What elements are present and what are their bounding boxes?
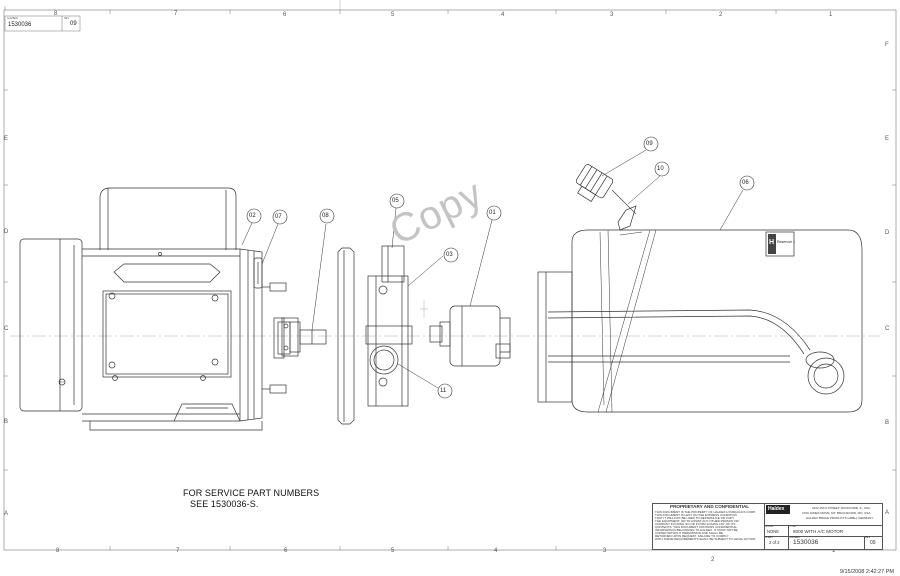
haldex-logo bbox=[766, 505, 790, 514]
balloon-circle-03 bbox=[443, 247, 459, 263]
zone-row-left-D: D bbox=[4, 229, 9, 235]
scale-value: NONE bbox=[767, 529, 780, 534]
zone-col-bottom-6: 6 bbox=[284, 548, 288, 554]
proprietary-line: COMPANY IN DOING SO OR IN DISCLOSING ANY… bbox=[655, 522, 736, 526]
zone-col-top-4: 4 bbox=[501, 12, 505, 18]
zone-row-right-B: B bbox=[885, 420, 890, 426]
proprietary-text: THIS DOCUMENT IS THE PROPERTY OF HALDEX … bbox=[655, 511, 763, 541]
proprietary-line: THAT IT WILL NOT BE USED TO REPRODUCE OR… bbox=[655, 516, 735, 520]
zone-col-top-3: 3 bbox=[610, 12, 614, 18]
corner-revision: 09 bbox=[70, 21, 77, 27]
zone-row-left-B: B bbox=[4, 419, 9, 425]
balloon-circle-02 bbox=[246, 208, 262, 224]
balloon-circle-10 bbox=[654, 161, 670, 177]
proprietary-line: WITH THESE REQUIREMENTS SHALL BE SUBJECT… bbox=[655, 537, 757, 541]
number-label: NUMBER bbox=[789, 536, 800, 539]
gear-set bbox=[429, 305, 511, 367]
drawing-title: 8000 WITH A/C MOTOR bbox=[793, 529, 844, 534]
zone-row-right-D: D bbox=[885, 230, 890, 236]
balloon-label-10: 10 bbox=[657, 166, 664, 172]
address-line-3: HALDEX BRAKE PRODUCTS GMBH, GERMANY bbox=[806, 516, 874, 520]
balloon-circle-07 bbox=[272, 209, 288, 225]
proprietary-line: THE EQUIPMENT, OR TO ASSIST ANY OTHER PE… bbox=[655, 519, 739, 523]
sheet-value: 2 of 2 bbox=[769, 540, 780, 545]
haldex-logo-text: Haldex bbox=[768, 506, 785, 512]
proprietary-line: THIS DOCUMENT IS THE PROPERTY OF HALDEX … bbox=[655, 510, 756, 514]
balloon-circle-08 bbox=[319, 208, 335, 224]
balloon-label-03: 03 bbox=[446, 252, 453, 258]
balloon-circle-09 bbox=[643, 136, 659, 152]
proprietary-title: PROPRIETARY AND CONFIDENTIAL bbox=[670, 504, 750, 509]
zone-col-bottom-5: 5 bbox=[391, 548, 395, 554]
rev-value: 09 bbox=[870, 540, 876, 546]
balloon-label-01: 01 bbox=[489, 210, 496, 216]
rev-box bbox=[864, 536, 883, 550]
proprietary-line: INFORMATION BELONGING TO HALDEX. IT MUST… bbox=[655, 528, 738, 532]
proprietary-line: CONTENTS. THIS DOCUMENT CONTAINS CONFIDE… bbox=[655, 525, 738, 529]
zone-row-left-C: C bbox=[4, 326, 9, 332]
scale-label: SCALE bbox=[765, 525, 774, 528]
shaft-key bbox=[253, 257, 263, 289]
reservoir-label-logo: H bbox=[769, 239, 775, 246]
proprietary-line: THIS DOCUMENT IS LENT ON THE EXPRESS CON… bbox=[655, 513, 737, 517]
balloon-label-11: 11 bbox=[440, 388, 447, 394]
balloon-label-05: 05 bbox=[392, 198, 399, 204]
zone-col-bottom-7: 7 bbox=[176, 548, 180, 554]
zone-col-top-7: 7 bbox=[174, 11, 178, 17]
service-note-line2: SEE 1530036-S. bbox=[190, 499, 259, 509]
pump-body bbox=[365, 245, 413, 407]
balloon-circle-05 bbox=[389, 193, 405, 209]
rev-label: REV bbox=[865, 536, 871, 539]
zone-col-top-2: 2 bbox=[719, 12, 723, 18]
zone-row-left-A: A bbox=[4, 511, 9, 517]
drawing-number: 1530036 bbox=[793, 539, 819, 546]
balloon-label-09: 09 bbox=[646, 141, 653, 147]
title-block: PROPRIETARY AND CONFIDENTIAL THIS DOCUME… bbox=[652, 503, 883, 550]
zone-col-bottom-3: 3 bbox=[603, 548, 607, 554]
address-line-1: 2222 15TH STREET, ROCKFORD, IL, USA bbox=[812, 506, 871, 510]
zone-col-top-1: 1 bbox=[829, 12, 833, 18]
zone-col-bottom-4: 4 bbox=[494, 548, 498, 554]
balloon-circle-01 bbox=[486, 205, 502, 221]
balloon-circle-11 bbox=[437, 383, 453, 399]
proprietary-line: COPIED WITHOUT PERMISSION AND SHALL BE bbox=[655, 531, 724, 535]
coupling bbox=[281, 317, 327, 357]
address-line-2: 2700 JAMES DRIVE, MT. BRAILSFORD, MO, US… bbox=[802, 511, 871, 515]
service-note-line1: FOR SERVICE PART NUMBERS bbox=[183, 488, 320, 498]
proprietary-box bbox=[652, 503, 766, 550]
balloon-label-06: 06 bbox=[742, 180, 749, 186]
sheet-label: SHEET bbox=[765, 536, 774, 539]
balloon-circle-06 bbox=[739, 175, 755, 191]
ac-motor bbox=[19, 187, 291, 431]
balloon-label-08: 08 bbox=[322, 213, 329, 219]
corner-rev-label: REV bbox=[64, 17, 70, 20]
balloon-label-02: 02 bbox=[249, 213, 256, 219]
zone-row-right-F: F bbox=[885, 42, 889, 48]
adapter-plate bbox=[337, 247, 355, 425]
print-timestamp: 9/15/2008 2:42:27 PM bbox=[839, 569, 894, 575]
reservoir-label-text: Reservoir 1 bbox=[777, 240, 795, 244]
zone-col-top-5: 5 bbox=[391, 12, 395, 18]
zone-row-right-A: A bbox=[885, 510, 890, 516]
zone-col-top-6: 6 bbox=[283, 12, 287, 18]
corner-part-number: 1530036 bbox=[8, 22, 32, 28]
zone-col-bottom-8: 8 bbox=[56, 548, 60, 554]
corner-number-label: NUMBER bbox=[7, 17, 18, 20]
zone-col-top-8: 8 bbox=[54, 11, 58, 17]
zone-row-right-C: C bbox=[885, 326, 890, 332]
title-label: TITLE bbox=[789, 525, 796, 528]
zone-row-left-E: E bbox=[4, 136, 9, 142]
zone-row-right-E: E bbox=[885, 136, 890, 142]
zone-col-bottom-1: 1 bbox=[832, 548, 836, 554]
proprietary-line: RETURNED UPON REQUEST. FAILURE TO COMPLY bbox=[655, 534, 729, 538]
balloon-label-07: 07 bbox=[275, 214, 282, 220]
reservoir bbox=[537, 164, 863, 413]
zone-col-bottom-2: 2 bbox=[711, 557, 715, 563]
